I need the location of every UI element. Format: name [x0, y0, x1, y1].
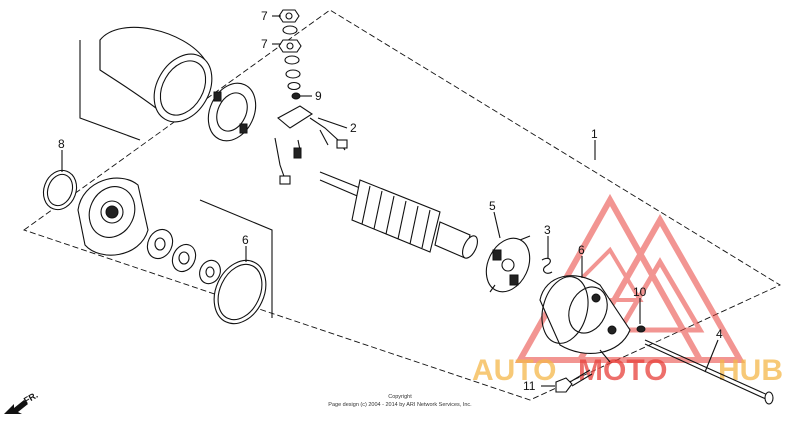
starter-yoke-housing	[79, 26, 213, 141]
callout-7-lower: 7	[261, 37, 268, 51]
callout-5: 5	[489, 199, 496, 213]
callout-3: 3	[544, 223, 551, 237]
nut-washer-stack	[278, 9, 302, 100]
assembly-boundary	[23, 9, 781, 401]
brush-holder-ring	[207, 82, 257, 142]
sub-box-line	[199, 199, 273, 318]
callout-9: 9	[315, 89, 322, 103]
o-ring-rear-right	[541, 276, 589, 344]
callout-6-right: 6	[578, 243, 585, 257]
watermark-word-hub: HUB	[718, 354, 783, 387]
direction-label: FR.	[22, 390, 40, 406]
o-ring-rear-left	[213, 259, 267, 325]
callout-11: 11	[523, 379, 536, 393]
spring	[541, 257, 553, 274]
front-cover	[77, 177, 149, 256]
callout-2: 2	[350, 121, 357, 135]
front-direction-indicator: FR.	[4, 390, 40, 414]
callout-labels: 7 7 9 2 1 8 6 5 3 6 10 4 11	[58, 9, 723, 393]
through-bolt	[644, 339, 774, 405]
leader-lines	[61, 15, 719, 387]
flange-bolt	[555, 369, 593, 393]
washer-small	[636, 325, 646, 333]
terminal-brush-set	[274, 105, 348, 185]
rear-cover	[539, 275, 631, 363]
copyright-notice: Copyright Page design (c) 2004 - 2014 by…	[328, 394, 472, 408]
callout-10: 10	[633, 285, 647, 299]
callout-7-upper: 7	[261, 9, 268, 23]
watermark-word-moto: MOTO	[578, 354, 667, 387]
washer-set	[146, 228, 221, 285]
callout-6-left: 6	[242, 233, 249, 247]
o-ring-front	[42, 169, 78, 211]
callout-4: 4	[716, 327, 723, 341]
brush-plate	[485, 235, 531, 293]
arrow-icon	[4, 400, 28, 414]
watermark-word-auto: AUTO	[472, 354, 556, 387]
watermark-logo	[514, 193, 746, 363]
callout-8: 8	[58, 137, 65, 151]
watermark-text: AUTO MOTO HUB	[472, 354, 783, 387]
copyright-line-2: Page design (c) 2004 - 2014 by ARI Netwo…	[328, 402, 472, 408]
armature	[319, 171, 478, 259]
copyright-line-1: Copyright	[388, 394, 412, 400]
callout-1: 1	[591, 127, 598, 141]
